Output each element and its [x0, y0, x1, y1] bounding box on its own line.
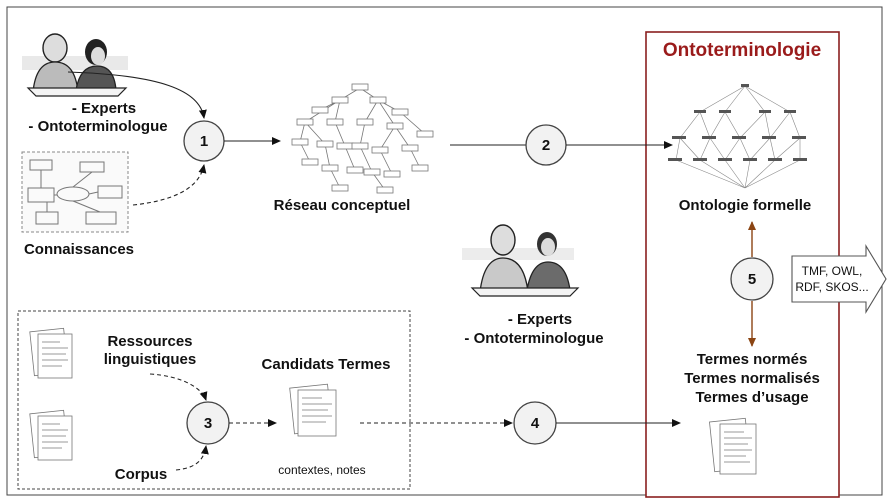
step-number-1: 1	[200, 133, 208, 150]
step-number-2: 2	[542, 137, 550, 154]
document-candidats-icon	[289, 383, 337, 437]
arrow-corpus-to-3	[175, 445, 209, 471]
ontoterminologie-title: Ontoterminologie	[663, 40, 821, 61]
actors-top-line2: - Ontoterminologue	[28, 118, 167, 135]
step-number-5: 5	[748, 271, 756, 288]
arrow-ressources-to-3	[149, 373, 208, 401]
document-ressources-icon	[29, 327, 73, 379]
connaissances-label: Connaissances	[24, 241, 134, 258]
arrow-experts-to-1	[67, 71, 207, 119]
actors-top-line1: - Experts	[72, 100, 136, 117]
formats-arrow	[791, 244, 887, 314]
ontologie-label: Ontologie formelle	[679, 197, 812, 214]
document-termes-icon	[709, 417, 757, 475]
ressources-line2: linguistiques	[104, 351, 197, 368]
arrow-connaissances-to-1	[132, 164, 207, 206]
knowledge-sketch	[21, 151, 129, 233]
termes-line2: Termes normalisés	[684, 370, 820, 387]
step-circle-5	[730, 257, 774, 301]
formats-line1: TMF, OWL,	[802, 264, 863, 278]
experts-illustration-top	[22, 33, 128, 97]
actors-mid-line2: - Ontoterminologue	[464, 330, 603, 347]
termes-line1: Termes normés	[697, 351, 808, 368]
contextes-label: contextes, notes	[278, 463, 365, 477]
linguistic-box	[17, 310, 411, 490]
formats-line2: RDF, SKOS...	[795, 280, 868, 294]
step-number-3: 3	[204, 415, 212, 432]
outer-frame	[6, 6, 883, 496]
termes-line3: Termes d’usage	[695, 389, 808, 406]
reseau-label: Réseau conceptuel	[274, 197, 411, 214]
actors-mid-line1: - Experts	[508, 311, 572, 328]
experts-illustration-mid	[462, 224, 580, 297]
conceptual-network	[291, 83, 434, 194]
ressources-line1: Ressources	[107, 333, 192, 350]
document-corpus-icon	[29, 409, 73, 461]
corpus-label: Corpus	[115, 466, 168, 483]
step-number-4: 4	[531, 415, 540, 432]
ontology-lattice	[668, 84, 807, 189]
candidats-label: Candidats Termes	[262, 356, 391, 373]
